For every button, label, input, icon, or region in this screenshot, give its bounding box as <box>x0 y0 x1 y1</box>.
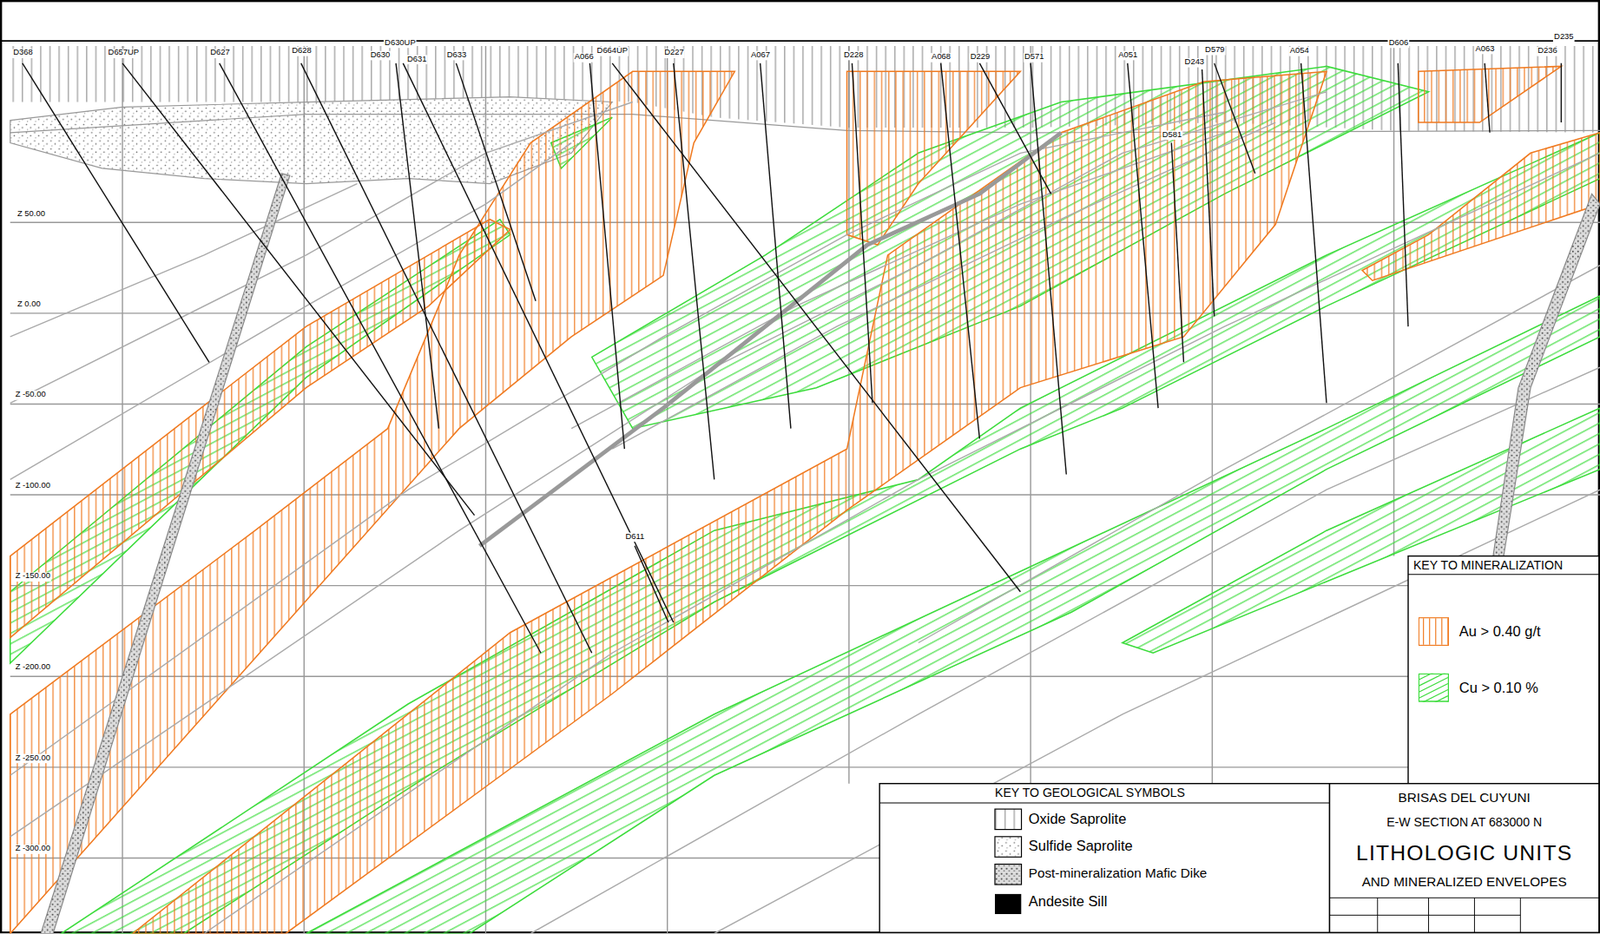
title-text: BRISAS DEL CUYUNI <box>1398 790 1531 806</box>
elevation-label: Z -250.00 <box>13 754 52 764</box>
drill-hole-label: D633 <box>446 51 468 60</box>
drill-hole-label: D627 <box>209 48 231 58</box>
title-text: LITHOLOGIC UNITS <box>1356 841 1573 865</box>
drill-hole-label: D628 <box>290 46 313 56</box>
elevation-label: Z 50.00 <box>16 210 47 219</box>
drill-hole-label: A054 <box>1289 46 1311 56</box>
legend-text: Oxide Saprolite <box>1028 810 1127 827</box>
title-block: BRISAS DEL CUYUNI E-W SECTION AT 683000 N… <box>1330 785 1600 896</box>
drill-hole-label: D657UP <box>106 48 140 58</box>
drill-hole-label: D243 <box>1183 58 1205 67</box>
drill-hole-label: D579 <box>1204 46 1226 55</box>
drill-hole-label: D630UP <box>383 39 417 48</box>
title-text: AND MINERALIZED ENVELOPES <box>1362 875 1568 891</box>
title-text: E-W SECTION AT 683000 N <box>1386 816 1542 831</box>
drill-hole-label: D229 <box>969 52 992 62</box>
legend-text: Cu > 0.10 % <box>1459 680 1539 697</box>
drill-hole-label: A066 <box>573 52 595 62</box>
drill-hole-label: A068 <box>930 52 952 62</box>
drill-hole-label: D235 <box>1553 32 1575 42</box>
key-heading: KEY TO GEOLOGICAL SYMBOLS <box>994 786 1186 801</box>
drill-hole-label: D664UP <box>595 46 629 56</box>
legend-swatch <box>994 894 1022 916</box>
drill-hole-label: D571 <box>1023 52 1046 62</box>
drill-hole-label: D606 <box>1388 39 1410 48</box>
legend-text: Andesite Sill <box>1028 894 1108 910</box>
elevation-label: Z -50.00 <box>13 390 47 400</box>
drill-hole-label: D227 <box>663 48 685 58</box>
legend-swatch <box>1418 617 1449 646</box>
drill-hole-label: D581 <box>1161 130 1184 139</box>
drill-hole-label: D631 <box>406 54 428 64</box>
legend-text: Post-mineralization Mafic Dike <box>1028 866 1223 880</box>
drill-hole-label: A063 <box>1474 45 1495 54</box>
drill-hole-label: D630 <box>368 51 391 60</box>
elevation-label: Z -100.00 <box>13 481 52 491</box>
legend-swatch <box>1418 673 1449 703</box>
drill-hole-label: D611 <box>624 533 646 542</box>
legend-text: Sulfide Saprolite <box>1028 838 1133 855</box>
legend-text: Au > 0.40 g/t <box>1459 624 1541 640</box>
drill-hole-label: D368 <box>12 48 34 58</box>
elevation-label: Z -300.00 <box>13 844 52 854</box>
elevation-label: Z -200.00 <box>13 663 52 672</box>
elevation-label: Z 0.00 <box>16 300 42 310</box>
drill-hole-label: D228 <box>842 51 865 60</box>
drill-hole-label: D236 <box>1536 46 1559 56</box>
drill-hole-label: A051 <box>1117 51 1139 60</box>
drill-hole-label: A067 <box>750 51 771 60</box>
key-heading: KEY TO MINERALIZATION <box>1413 559 1563 573</box>
elevation-label: Z -150.00 <box>13 572 52 581</box>
